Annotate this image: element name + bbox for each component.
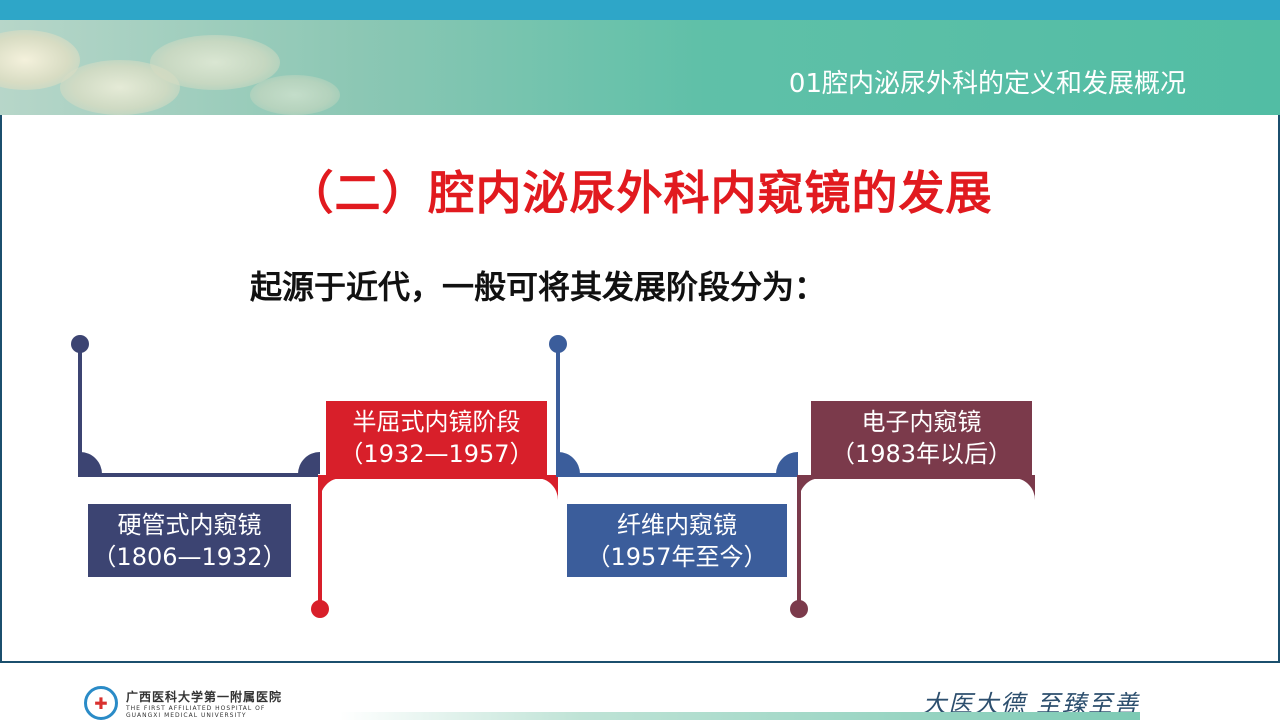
stage-box-electronic: 电子内窥镜 （1983年以后） [811,401,1032,475]
stage-box-semi-flexible: 半屈式内镜阶段 （1932—1957） [326,401,547,475]
timeline-connector [318,475,322,605]
stage-period: （1806—1932） [92,542,287,571]
timeline-baseline [318,475,558,479]
hospital-logo: ✚ 广西医科大学第一附属医院 THE FIRST AFFILIATED HOSP… [84,686,282,720]
hospital-name-en: GUANGXI MEDICAL UNIVERSITY [126,711,247,719]
timeline-connector [797,475,801,605]
hospital-name-cn: 广西医科大学第一附属医院 [126,689,283,704]
stage-name: 电子内窥镜 [861,408,982,436]
content-frame [0,115,1280,663]
stage-box-fiber: 纤维内窥镜 （1957年至今） [567,504,787,577]
timeline-connector [556,344,560,476]
header-banner: 01腔内泌尿外科的定义和发展概况 [0,20,1280,115]
stage-name: 硬管式内窥镜 [117,510,262,539]
section-title: 01腔内泌尿外科的定义和发展概况 [788,69,1186,99]
stage-period: （1932—1957） [339,440,534,468]
hospital-name-en: THE FIRST AFFILIATED HOSPITAL OF [126,704,266,712]
footer-accent-strip [340,712,1140,720]
hospital-emblem-icon: ✚ [84,686,118,720]
timeline-corner [1013,478,1035,500]
top-accent-bar [0,0,1280,20]
timeline-dot [790,600,808,618]
stage-box-hard-tube: 硬管式内窥镜 （1806—1932） [88,504,291,577]
timeline-corner [536,478,558,500]
intro-text: 起源于近代，一般可将其发展阶段分为： [250,268,827,306]
timeline-corner [558,452,580,474]
stage-name: 半屈式内镜阶段 [352,408,521,436]
timeline-corner [799,478,821,500]
timeline-baseline [78,473,318,477]
slide-title: （二）腔内泌尿外科内窥镜的发展 [287,166,993,220]
timeline-corner [80,452,102,474]
surgical-lamp-image [250,75,340,115]
timeline-corner [320,478,342,500]
timeline-connector [78,344,82,476]
stage-period: （1957年至今） [586,542,768,571]
stage-name: 纤维内窥镜 [617,510,737,539]
stage-period: （1983年以后） [830,440,1013,468]
timeline-corner [776,452,798,474]
timeline-baseline [556,473,798,477]
timeline-baseline [797,475,1035,479]
surgical-lamp-image [150,35,280,90]
timeline-corner [298,452,320,474]
timeline-dot [311,600,329,618]
